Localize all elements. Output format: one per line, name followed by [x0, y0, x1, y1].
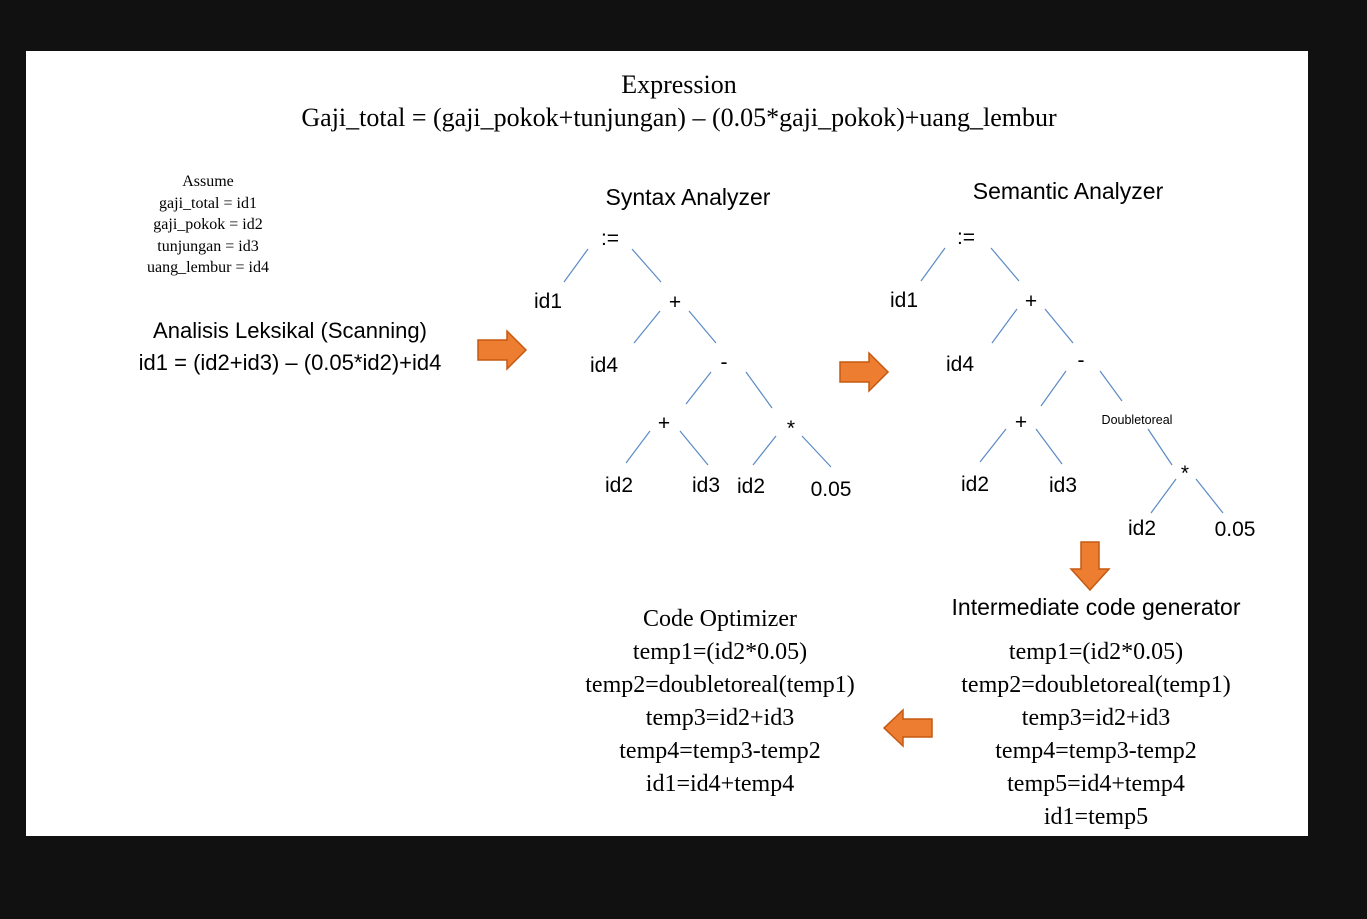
right-arrow-icon — [839, 351, 890, 393]
assume-line: uang_lembur = id4 — [147, 259, 269, 276]
lexical-block: Analisis Leksikal (Scanning) id1 = (id2+… — [90, 315, 490, 379]
tree-edge — [1040, 370, 1067, 407]
intermediate-code: temp1=(id2*0.05) temp2=doubletoreal(temp… — [926, 636, 1266, 834]
semantic-tree: := id1 + id4 - Doubletoreal + * id2 id3 … — [890, 226, 1255, 541]
tree-node-id2: id2 — [961, 473, 989, 496]
code-line: temp4=temp3-temp2 — [619, 738, 821, 764]
tree-node-id1: id1 — [890, 289, 918, 312]
lexical-result: id1 = (id2+id3) – (0.05*id2)+id4 — [138, 350, 442, 375]
assume-line: gaji_total = id1 — [159, 194, 257, 212]
tree-edge — [990, 247, 1020, 282]
optimizer-title: Code Optimizer — [643, 606, 797, 632]
tree-edge — [920, 247, 946, 282]
tree-node-id2: id2 — [605, 474, 633, 497]
intermediate-title: Intermediate code generator — [951, 594, 1241, 620]
syntax-tree: := id1 + id4 - + * id2 id3 id2 0.05 — [534, 227, 851, 501]
tree-node-assign: := — [957, 226, 975, 249]
tree-node-plus: + — [658, 412, 670, 435]
tree-node-plus: + — [1025, 290, 1037, 313]
assume-line: gaji_pokok = id2 — [153, 216, 263, 233]
tree-edge — [563, 248, 589, 283]
code-line: id1=id4+temp4 — [645, 771, 795, 797]
down-arrow-icon — [1069, 541, 1111, 592]
tree-edge — [801, 435, 832, 468]
left-arrow-icon — [882, 708, 933, 748]
tree-edge — [1195, 478, 1224, 514]
right-arrow-icon — [477, 329, 528, 371]
tree-node-id4: id4 — [946, 353, 974, 376]
tree-edge — [688, 310, 717, 344]
tree-node-id2: id2 — [1128, 517, 1156, 540]
tree-edge — [1044, 308, 1074, 344]
code-line: temp4=temp3-temp2 — [995, 738, 1197, 764]
conversion-label: Doubletoreal — [1102, 413, 1173, 427]
tree-edge — [1147, 428, 1173, 466]
code-line: temp1=(id2*0.05) — [632, 639, 808, 665]
code-line: temp3=id2+id3 — [1021, 705, 1171, 731]
tree-edge — [685, 371, 712, 405]
syntax-title: Syntax Analyzer — [605, 184, 771, 210]
optimizer-block: Code Optimizer temp1=(id2*0.05) temp2=do… — [550, 603, 890, 801]
tree-node-plus: + — [669, 291, 681, 314]
semantic-title: Semantic Analyzer — [972, 178, 1164, 204]
tree-edge — [979, 428, 1007, 463]
tree-edge — [625, 430, 651, 464]
assume-line: tunjungan = id3 — [157, 237, 259, 255]
tree-edge — [752, 435, 777, 466]
tree-node-minus: - — [721, 351, 728, 374]
assume-title: Assume — [182, 173, 234, 190]
tree-node-id3: id3 — [1049, 474, 1077, 497]
tree-edge — [1035, 428, 1063, 465]
lexical-title: Analisis Leksikal (Scanning) — [153, 318, 427, 343]
slide: Expression Gaji_total = (gaji_pokok+tunj… — [26, 51, 1308, 836]
tree-node-number: 0.05 — [811, 478, 852, 501]
tree-node-assign: := — [601, 227, 619, 250]
expression-formula: Gaji_total = (gaji_pokok+tunjungan) – (0… — [301, 103, 1057, 132]
tree-node-id2: id2 — [737, 475, 765, 498]
tree-node-number: 0.05 — [1215, 518, 1256, 541]
expression-title: Expression — [621, 70, 737, 99]
code-line: temp2=doubletoreal(temp1) — [961, 672, 1231, 698]
tree-edge — [991, 308, 1018, 344]
tree-edge — [1150, 478, 1177, 514]
code-line: temp2=doubletoreal(temp1) — [585, 672, 855, 698]
assume-block: Assume gaji_total = id1 gaji_pokok = id2… — [108, 171, 308, 279]
code-line: temp3=id2+id3 — [645, 705, 795, 731]
code-line: temp5=id4+temp4 — [1007, 771, 1185, 797]
tree-edge — [633, 310, 661, 344]
tree-node-id3: id3 — [692, 474, 720, 497]
diagram-canvas: := id1 + id4 - + * id2 id3 id2 0.05 := — [477, 226, 1255, 748]
code-line: temp1=(id2*0.05) — [1008, 639, 1184, 665]
code-line: id1=temp5 — [1043, 804, 1149, 830]
tree-edge — [631, 248, 662, 283]
tree-edge — [679, 430, 709, 466]
tree-node-id4: id4 — [590, 354, 618, 377]
tree-edge — [745, 371, 773, 409]
tree-node-plus: + — [1015, 411, 1027, 434]
tree-node-mult: * — [787, 417, 795, 440]
tree-node-minus: - — [1078, 349, 1085, 372]
tree-node-id1: id1 — [534, 290, 562, 313]
tree-node-mult: * — [1181, 462, 1189, 485]
tree-edge — [1099, 370, 1123, 402]
